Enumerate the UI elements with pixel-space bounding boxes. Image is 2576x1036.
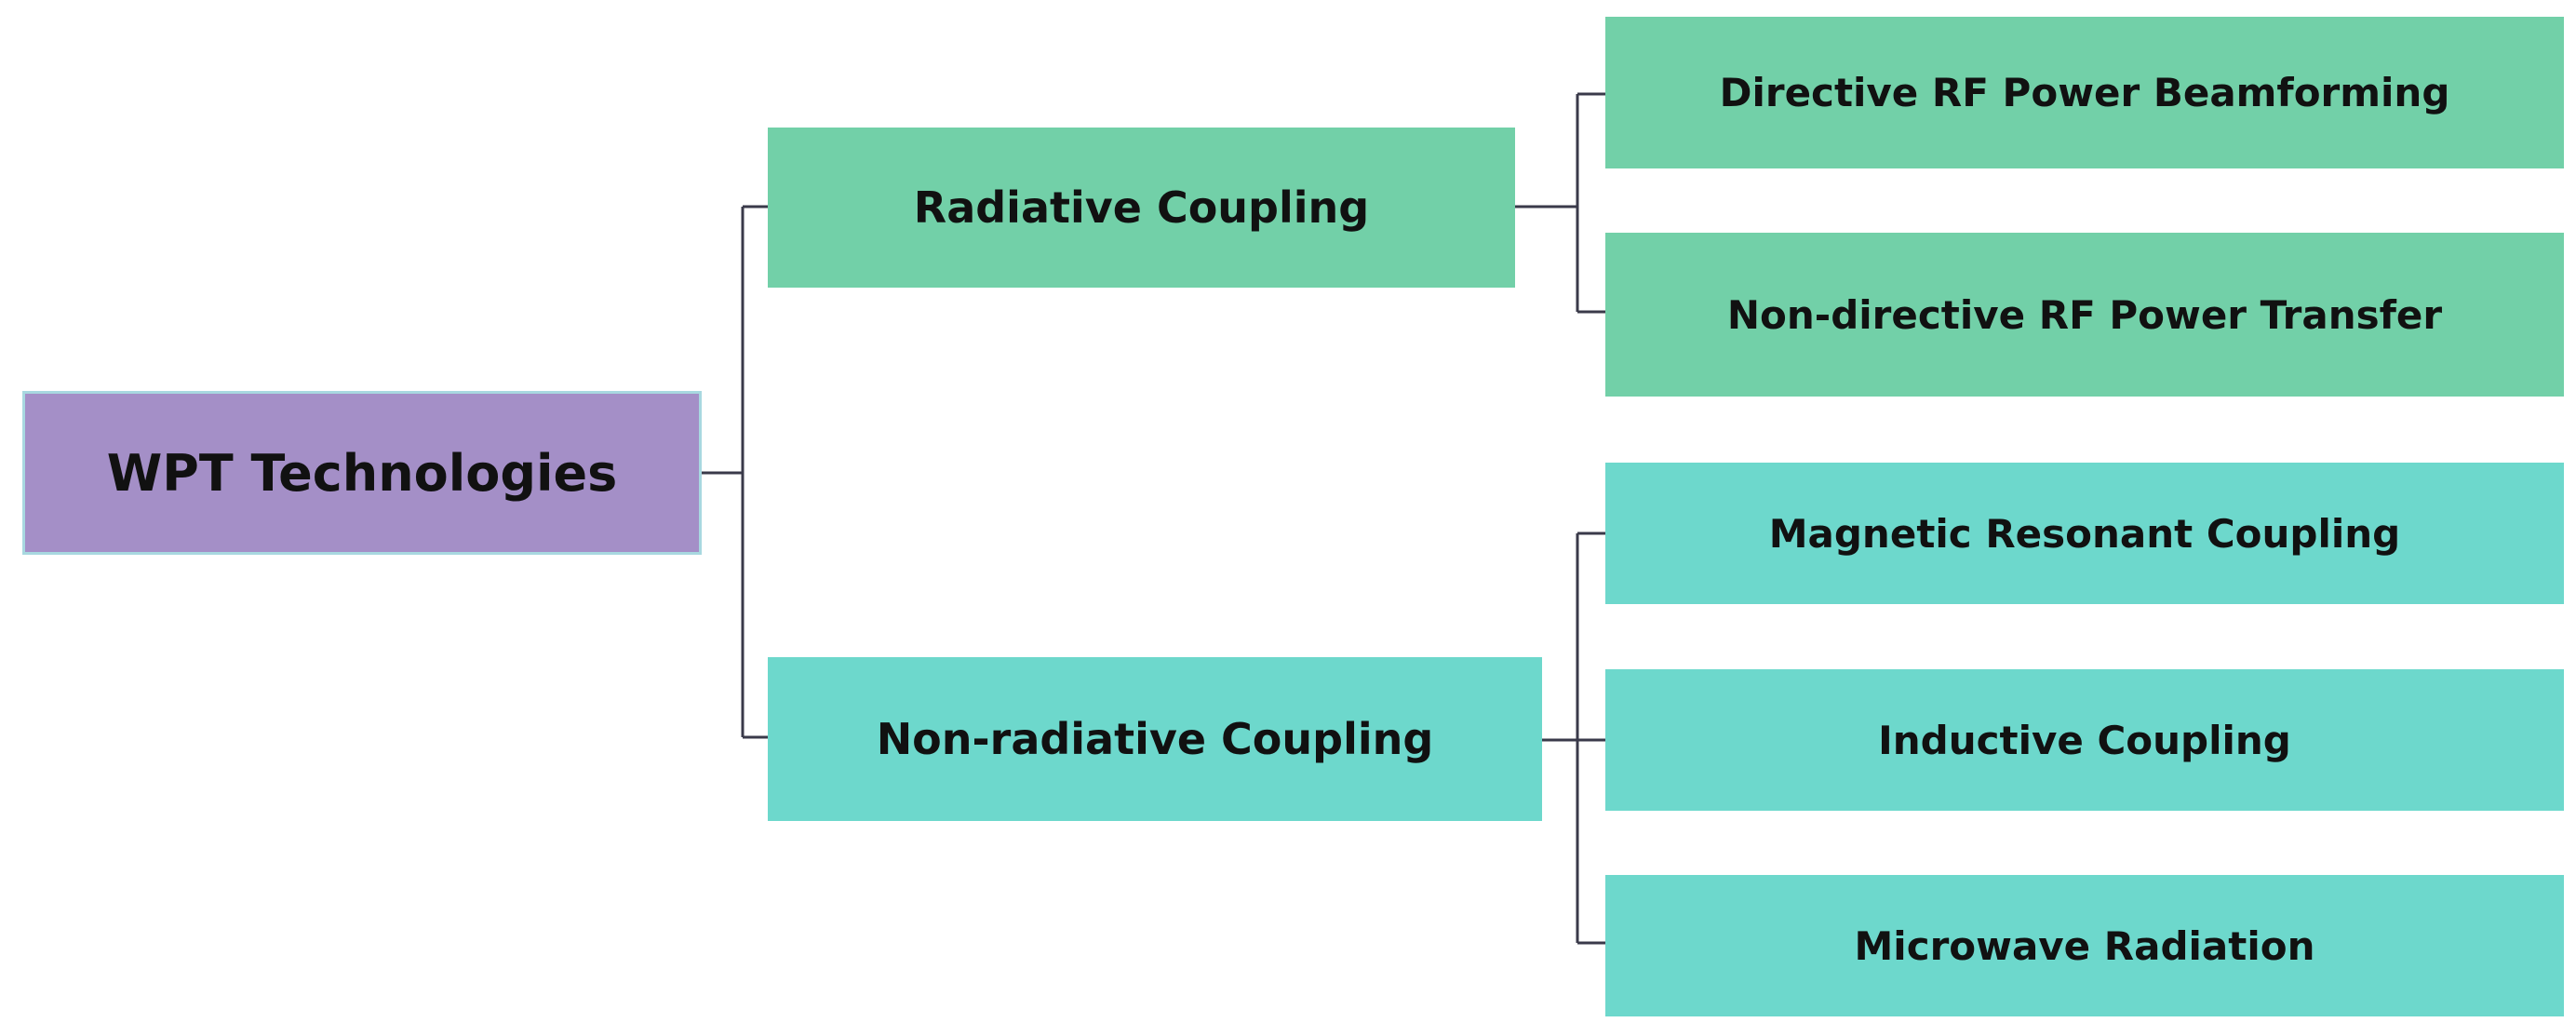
- node-inductive-coupling-label: Inductive Coupling: [1878, 717, 2291, 763]
- node-radiative-coupling: Radiative Coupling: [768, 128, 1515, 288]
- connector-nonradiative-to-children: [1542, 531, 1605, 945]
- node-magnetic-resonant-coupling: Magnetic Resonant Coupling: [1605, 463, 2564, 604]
- node-non-directive-rf-power-transfer: Non-directive RF Power Transfer: [1605, 233, 2564, 397]
- root-node-label: WPT Technologies: [106, 443, 618, 503]
- node-magnetic-resonant-coupling-label: Magnetic Resonant Coupling: [1768, 510, 2401, 557]
- node-microwave-radiation-label: Microwave Radiation: [1854, 922, 2315, 969]
- node-non-directive-rf-power-transfer-label: Non-directive RF Power Transfer: [1726, 291, 2443, 338]
- node-inductive-coupling: Inductive Coupling: [1605, 669, 2564, 811]
- connector-radiative-to-children: [1515, 92, 1605, 314]
- node-non-radiative-coupling: Non-radiative Coupling: [768, 657, 1542, 821]
- connector-root-to-branches: [702, 205, 768, 739]
- root-node-wpt-technologies: WPT Technologies: [22, 391, 702, 555]
- node-radiative-coupling-label: Radiative Coupling: [913, 182, 1370, 233]
- node-microwave-radiation: Microwave Radiation: [1605, 875, 2564, 1016]
- node-non-radiative-coupling-label: Non-radiative Coupling: [876, 714, 1434, 764]
- node-directive-rf-power-beamforming: Directive RF Power Beamforming: [1605, 17, 2564, 168]
- node-directive-rf-power-beamforming-label: Directive RF Power Beamforming: [1719, 70, 2450, 115]
